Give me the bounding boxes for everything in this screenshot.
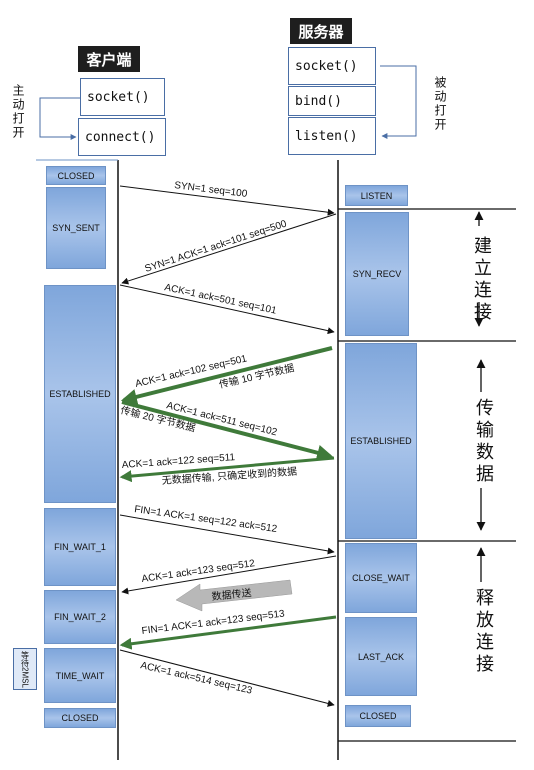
server-state-closed: CLOSED	[345, 705, 411, 727]
active-open-bracket	[39, 97, 80, 140]
msg-last-ack-text: ACK=1 ack=514 seq=123	[139, 660, 253, 697]
server-state-listen: LISTEN	[345, 185, 408, 206]
passive-open-label: 被动打开	[433, 76, 447, 132]
client-state-closed-final: CLOSED	[44, 708, 116, 728]
data-transfer-text: 数据传送	[211, 586, 252, 603]
msg-fin1-text: FIN=1 ACK=1 seq=122 ack=512	[134, 504, 279, 535]
wait-2msl-note: 等待2MSL	[13, 648, 37, 690]
client-connect-call: connect()	[78, 118, 166, 156]
server-socket-call: socket()	[288, 47, 376, 85]
wait-2msl-label: 等待2MSL	[20, 650, 30, 688]
client-state-fin-wait-2: FIN_WAIT_2	[44, 590, 116, 644]
client-state-fin-wait-1: FIN_WAIT_1	[44, 508, 116, 586]
msg-data10-arrow	[120, 346, 333, 405]
server-header: 服务器	[290, 18, 352, 44]
msg-data20-arrow	[121, 400, 334, 461]
msg-ack-only-arrow	[119, 456, 335, 483]
active-open-label: 主动打开	[11, 84, 25, 140]
server-state-established: ESTABLISHED	[345, 343, 417, 539]
phase-release-label: 释放连接	[474, 588, 494, 676]
msg-last-ack-arrow	[119, 649, 335, 707]
client-header: 客户端	[78, 46, 140, 72]
server-state-syn-recv: SYN_RECV	[345, 212, 409, 336]
msg-syn-arrow	[119, 185, 335, 216]
msg-ack-fin1-text: ACK=1 ack=123 seq=512	[141, 558, 256, 585]
server-listen-call: listen()	[288, 117, 376, 155]
client-state-time-wait: TIME_WAIT	[44, 648, 116, 703]
data-transfer-arrow	[175, 579, 293, 612]
msg-synack-text: SYN=1 ACK=1 ack=101 seq=500	[144, 218, 289, 274]
msg-ack-text: ACK=1 ack=501 seq=101	[163, 282, 277, 317]
msg-fin1-arrow	[119, 514, 335, 555]
server-state-last-ack: LAST_ACK	[345, 617, 417, 696]
server-state-close-wait: CLOSE_WAIT	[345, 543, 417, 613]
client-state-closed: CLOSED	[46, 166, 106, 185]
msg-fin2-arrow	[119, 615, 337, 650]
passive-open-bracket	[380, 65, 417, 139]
msg-ack-fin1-arrow	[121, 555, 337, 595]
phase-transfer-label: 传输数据	[474, 398, 494, 486]
client-state-established: ESTABLISHED	[44, 285, 116, 503]
client-socket-call: socket()	[80, 78, 165, 116]
msg-synack-arrow	[121, 213, 337, 285]
server-bind-call: bind()	[288, 86, 376, 116]
msg-ack-arrow	[119, 284, 335, 335]
phase-connect-label: 建立连接	[472, 236, 492, 324]
client-state-syn-sent: SYN_SENT	[46, 187, 106, 269]
